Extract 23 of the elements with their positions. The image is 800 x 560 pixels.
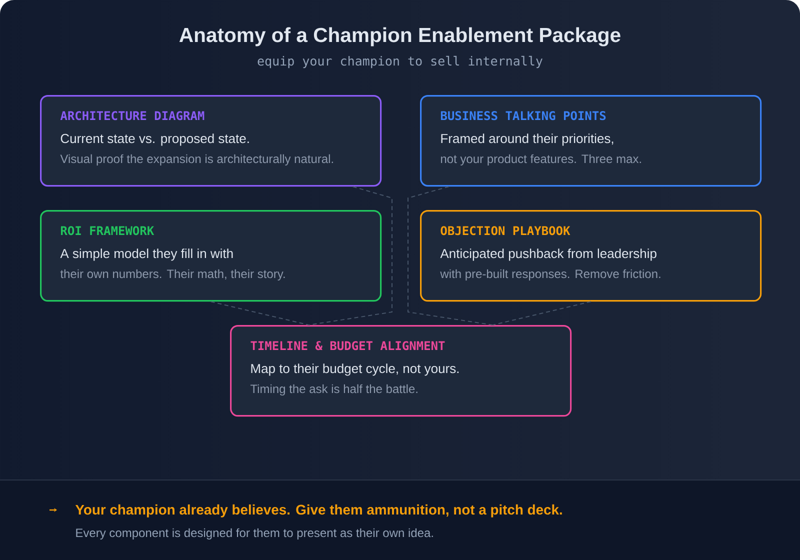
card-text: Framed around their priorities, (441, 134, 614, 146)
card-heading: TIMELINE & BUDGET ALIGNMENT (250, 341, 445, 350)
card-heading: ROI FRAMEWORK (60, 226, 154, 236)
card-heading: BUSINESS TALKING POINTS (440, 111, 606, 120)
card-text: Map to their budget cycle, not yours. (251, 364, 459, 376)
card-text: A simple model they fill in with (60, 248, 233, 261)
card-text: Current state vs. proposed state. (60, 134, 249, 146)
connector (210, 301, 310, 326)
connector (492, 301, 592, 326)
card-heading: ARCHITECTURE DIAGRAM (60, 111, 204, 120)
card-note: Timing the ask is half the battle. (250, 384, 418, 396)
note-text: Every component is designed for them to present as their own idea. (76, 528, 433, 540)
card-heading: OBJECTION PLAYBOOK (440, 226, 570, 236)
connector (408, 186, 494, 326)
card-note: not your product features. Three max. (441, 154, 641, 166)
card-note: with pre-built responses. Remove friction. (440, 269, 660, 280)
card-note: Visual proof the expansion is architecturally natural. (60, 154, 333, 166)
callout-text: Your champion already believes. Give them ammunition, not a pitch deck. (75, 504, 562, 518)
title: Anatomy of a Champion Enablement Package (179, 27, 620, 46)
subtitle: equip your champion to sell internally (258, 56, 542, 68)
card-note: their own numbers. Their math, their story. (60, 269, 285, 280)
connector (308, 186, 392, 326)
card-text: Anticipated pushback from leadership (440, 248, 656, 261)
